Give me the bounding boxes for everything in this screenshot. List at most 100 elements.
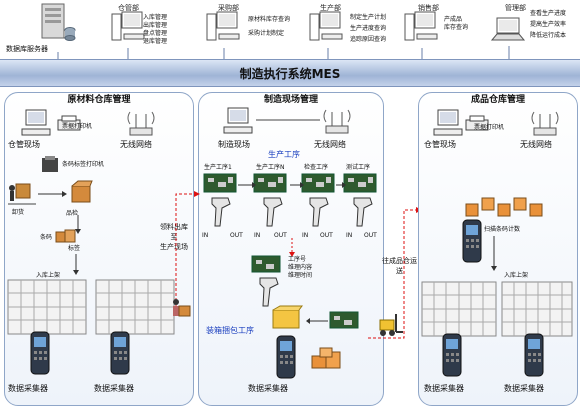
barcode-gun-icon	[259, 277, 279, 307]
in-label: IN	[346, 232, 353, 239]
forklift-worker-icon	[8, 180, 38, 210]
left-wireless-label: 无线网络	[120, 140, 152, 149]
in-label: IN	[302, 232, 309, 239]
unload-arrow	[38, 191, 67, 197]
dept-name-1: 仓管部	[118, 4, 139, 12]
printer-icon	[57, 115, 82, 136]
server-icon	[40, 3, 76, 44]
mid-collector-label: 数据采集器	[248, 384, 288, 393]
step-label-4: 测试工序	[346, 164, 371, 171]
out-label: OUT	[230, 232, 243, 239]
top-row: 数据库服务器 仓管部 入库管理出库管理盘点管理退库管理 采购部 原材料库存查询采…	[0, 0, 580, 60]
flow-arrows	[238, 182, 346, 188]
right-printer-label: 票据打印机	[474, 124, 505, 131]
warehouse-shelf-icon	[501, 281, 573, 337]
dept-items-4: 产成品库存查询	[444, 16, 469, 31]
circuit-board-icon	[329, 311, 359, 329]
middle-panel-title: 制造现场管理	[263, 95, 318, 105]
left-collector-label-2: 数据采集器	[94, 384, 134, 393]
out-label: OUT	[274, 232, 287, 239]
computer-icon	[433, 109, 464, 142]
scan-count-label: 扫描条码计数	[484, 226, 521, 233]
top-connectors	[57, 46, 510, 60]
dept-name-5: 管理部	[505, 4, 526, 12]
out-label: OUT	[364, 232, 377, 239]
unload-label: 卸货	[12, 209, 25, 216]
left-panel-title: 原材料仓库管理	[67, 95, 131, 105]
forklift-icon	[376, 312, 404, 342]
circuit-board-icon	[203, 173, 237, 193]
barcode-printer-icon	[42, 156, 60, 178]
left-printer-label: 票据打印机	[62, 123, 93, 130]
right-panel-title: 成品仓库管理	[470, 95, 525, 105]
handheld-scanner-icon	[108, 331, 134, 380]
handheld-scanner-icon	[274, 335, 300, 384]
circuit-board-icon	[343, 173, 377, 193]
step-label-2: 生产工序N	[256, 164, 285, 171]
left-collector-label-1: 数据采集器	[8, 384, 48, 393]
repair-notes: 工序号维理内容维理时间	[288, 256, 313, 279]
circuit-board-icon	[251, 255, 281, 273]
ship-to-finished-note: 往成品仓运 送	[382, 257, 417, 275]
computer-icon	[309, 11, 344, 52]
warehouse-shelf-icon	[421, 281, 497, 337]
barcode-printer-label: 条码标签打印机	[62, 161, 105, 168]
boxes-icon	[465, 196, 546, 226]
boxes-icon	[311, 347, 346, 374]
barcode-gun-icon	[309, 197, 329, 227]
computer-icon	[21, 109, 52, 142]
in-label: IN	[202, 232, 209, 239]
circuit-board-icon	[253, 173, 287, 193]
wireless-router-icon	[322, 106, 352, 140]
warehouse-shelf-icon	[7, 279, 87, 335]
computer-icon	[206, 11, 241, 52]
left-station-label: 仓管现场	[8, 140, 40, 149]
down-arrow	[73, 254, 79, 275]
computer-icon	[404, 11, 439, 52]
handheld-scanner-icon	[440, 333, 466, 382]
dept-name-3: 生产部	[320, 4, 341, 12]
step-label-3: 检查工序	[304, 164, 329, 171]
barcode-gun-icon	[211, 197, 231, 227]
tag-label: 标签	[68, 245, 81, 252]
right-stock-in-label: 入库上架	[504, 272, 529, 279]
pack-label: 装箱捆包工序	[206, 326, 254, 335]
dashed-flow-left	[175, 191, 200, 306]
dept-name-2: 采购部	[218, 4, 239, 12]
process-label: 生产工序	[268, 150, 300, 159]
db-server-label: 数据库服务器	[6, 45, 48, 53]
laptop-icon	[490, 17, 526, 48]
flow-arrow-left	[306, 318, 328, 324]
right-station-label: 仓管现场	[424, 140, 456, 149]
dept-items-1: 入库管理出库管理盘点管理退库管理	[143, 14, 168, 45]
warehouse-shelf-icon	[95, 279, 175, 335]
handheld-scanner-icon	[460, 219, 486, 268]
handheld-scanner-icon	[522, 333, 548, 382]
down-arrow	[491, 236, 497, 271]
computer-icon	[223, 107, 254, 140]
dept-items-2: 原材料库存查询采购计划制定	[248, 16, 291, 37]
right-wireless-label: 无线网络	[520, 140, 552, 149]
mid-station-label: 制造现场	[218, 140, 250, 149]
computer-icon	[111, 11, 146, 52]
handheld-scanner-icon	[28, 331, 54, 380]
dept-items-3: 制定生产计划生产进度查询追踪原因查询	[350, 14, 387, 43]
pack-box-icon	[272, 305, 303, 334]
boxes-icon	[55, 228, 76, 248]
wireless-router-icon	[126, 108, 156, 142]
left-stock-in-label: 入库上架	[36, 272, 61, 279]
wireless-router-icon	[530, 108, 560, 142]
out-label: OUT	[320, 232, 333, 239]
dept-items-5: 查看生产进度提高生产效率降低运行成本	[530, 10, 567, 39]
inspect-label: 品检	[66, 210, 79, 217]
right-collector-label-2: 数据采集器	[504, 384, 544, 393]
repair-arrow	[289, 238, 295, 257]
circuit-board-icon	[301, 173, 335, 193]
issue-to-shop-note: 领料出库 至 生产现场	[160, 223, 188, 251]
mes-title: 制造执行系统MES	[239, 67, 341, 81]
link-line	[256, 119, 320, 121]
mid-wireless-label: 无线网络	[314, 140, 346, 149]
box-icon	[70, 180, 93, 208]
worker-icon	[168, 298, 192, 326]
printer-icon	[465, 115, 490, 136]
